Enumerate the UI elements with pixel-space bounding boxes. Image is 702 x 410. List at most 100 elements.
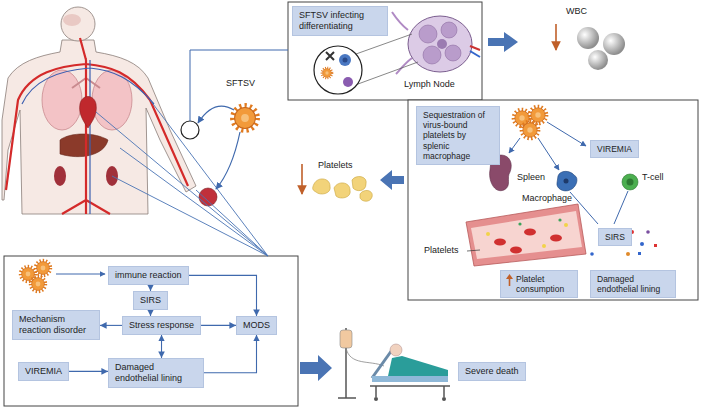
pathway-arrow bbox=[509, 138, 520, 153]
leader-line bbox=[467, 250, 480, 251]
patient-bed bbox=[442, 397, 446, 401]
macrophage bbox=[557, 171, 577, 191]
lymph-node bbox=[470, 51, 480, 57]
human-body bbox=[22, 60, 154, 214]
lymph-node bbox=[470, 46, 480, 50]
blood-vessel bbox=[510, 247, 522, 254]
text-label: Platelets bbox=[318, 160, 353, 171]
block-arrow bbox=[380, 170, 404, 190]
box-text: MODS bbox=[243, 320, 270, 331]
process-box: Damaged endothelial lining bbox=[590, 270, 676, 298]
lymph-node bbox=[445, 45, 461, 61]
process-box: SFTSV infecting differentiating bbox=[292, 6, 388, 36]
process-box: Sequestration of virus-bound platelets b… bbox=[416, 106, 500, 165]
box-text: Platelet consumption bbox=[516, 274, 571, 294]
label-text: Spleen bbox=[517, 172, 545, 182]
label-text: WBC bbox=[566, 6, 587, 16]
process-box: VIREMIA bbox=[18, 362, 69, 381]
lymph-node bbox=[392, 12, 480, 74]
decrease-arrow bbox=[556, 24, 557, 50]
decrease-arrow bbox=[302, 164, 303, 194]
zoom-circle bbox=[314, 46, 362, 94]
panel-frame bbox=[4, 256, 298, 406]
virus-icon bbox=[530, 107, 546, 123]
process-box: Platelet consumption bbox=[500, 270, 578, 298]
patient-bed bbox=[338, 328, 450, 401]
white-blood-cell bbox=[577, 27, 599, 49]
box-text: Stress response bbox=[129, 320, 194, 331]
infection-arrow bbox=[198, 106, 240, 189]
human-body bbox=[60, 134, 108, 157]
platelet bbox=[313, 179, 331, 194]
zoom-lines bbox=[356, 34, 418, 84]
human-body bbox=[54, 166, 66, 186]
increase-arrow bbox=[506, 274, 513, 279]
decrease-arrow bbox=[301, 164, 303, 194]
box-text: Damaged endothelial lining bbox=[115, 362, 197, 384]
lymph-node bbox=[437, 39, 447, 49]
blood-vessel bbox=[564, 223, 568, 227]
macrophage bbox=[564, 179, 569, 184]
virus-icon bbox=[514, 107, 546, 138]
blood-vessel bbox=[518, 222, 521, 225]
white-blood-cell bbox=[577, 27, 625, 70]
process-box: Stress response bbox=[122, 316, 201, 335]
box-text: SIRS bbox=[140, 295, 161, 306]
virus-icon bbox=[36, 261, 50, 275]
text-label: Lymph Node bbox=[404, 79, 455, 90]
label-text: SFTSV bbox=[226, 78, 255, 88]
zoom-circle bbox=[339, 54, 351, 66]
platelet bbox=[360, 190, 372, 201]
label-text: Macrophage bbox=[522, 193, 572, 203]
connector-line bbox=[96, 100, 268, 256]
pathway-arrow bbox=[547, 122, 586, 146]
t-cell bbox=[622, 174, 638, 190]
zoom-circle bbox=[322, 68, 332, 78]
box-text: Damaged endothelial lining bbox=[597, 274, 669, 294]
macrophage bbox=[557, 171, 577, 191]
process-box: Damaged endothelial lining bbox=[108, 358, 204, 388]
patient-bed bbox=[390, 344, 402, 356]
lymph-node bbox=[419, 25, 437, 43]
block-arrow bbox=[488, 32, 518, 52]
block-arrow bbox=[300, 355, 332, 381]
flow-arrow bbox=[189, 275, 257, 316]
box-text: SFTSV infecting differentiating bbox=[299, 10, 381, 32]
panel-frame bbox=[288, 2, 482, 100]
virus-icon bbox=[233, 106, 256, 129]
label-text: T-cell bbox=[642, 172, 664, 182]
cytokine-dots bbox=[646, 230, 650, 234]
blood-vessel bbox=[466, 204, 586, 266]
box-text: Severe death bbox=[465, 366, 519, 377]
flow-arrow bbox=[100, 325, 122, 326]
text-label: T-cell bbox=[642, 172, 664, 183]
text-label: Platelets bbox=[424, 245, 459, 256]
process-box: Mechanism reaction disorder bbox=[12, 310, 100, 340]
platelet bbox=[334, 183, 350, 198]
box-text: SIRS bbox=[605, 232, 625, 242]
human-body bbox=[199, 188, 217, 206]
process-box: SIRS bbox=[133, 291, 168, 310]
infection-arrow bbox=[198, 106, 234, 123]
text-label: Spleen bbox=[517, 172, 545, 183]
process-box: Severe death bbox=[458, 362, 526, 381]
cytokine-dots bbox=[654, 244, 657, 247]
virus-icon bbox=[233, 106, 256, 129]
pathway-arrow bbox=[56, 274, 105, 275]
box-text: immune reaction bbox=[115, 270, 182, 281]
label-text: Platelets bbox=[424, 245, 459, 255]
box-text: VIREMIA bbox=[597, 144, 632, 154]
virus-icon bbox=[21, 261, 50, 291]
blood-vessel bbox=[486, 232, 490, 236]
patient-bed bbox=[388, 356, 448, 376]
cytokine-dots bbox=[640, 242, 644, 246]
flow-arrow bbox=[201, 325, 236, 326]
pathway-arrow bbox=[538, 138, 559, 170]
cytokine-dots bbox=[626, 252, 630, 256]
patient-bed bbox=[340, 330, 352, 348]
lymph-node bbox=[423, 46, 441, 64]
white-blood-cell bbox=[588, 50, 608, 70]
t-cell bbox=[627, 179, 634, 186]
